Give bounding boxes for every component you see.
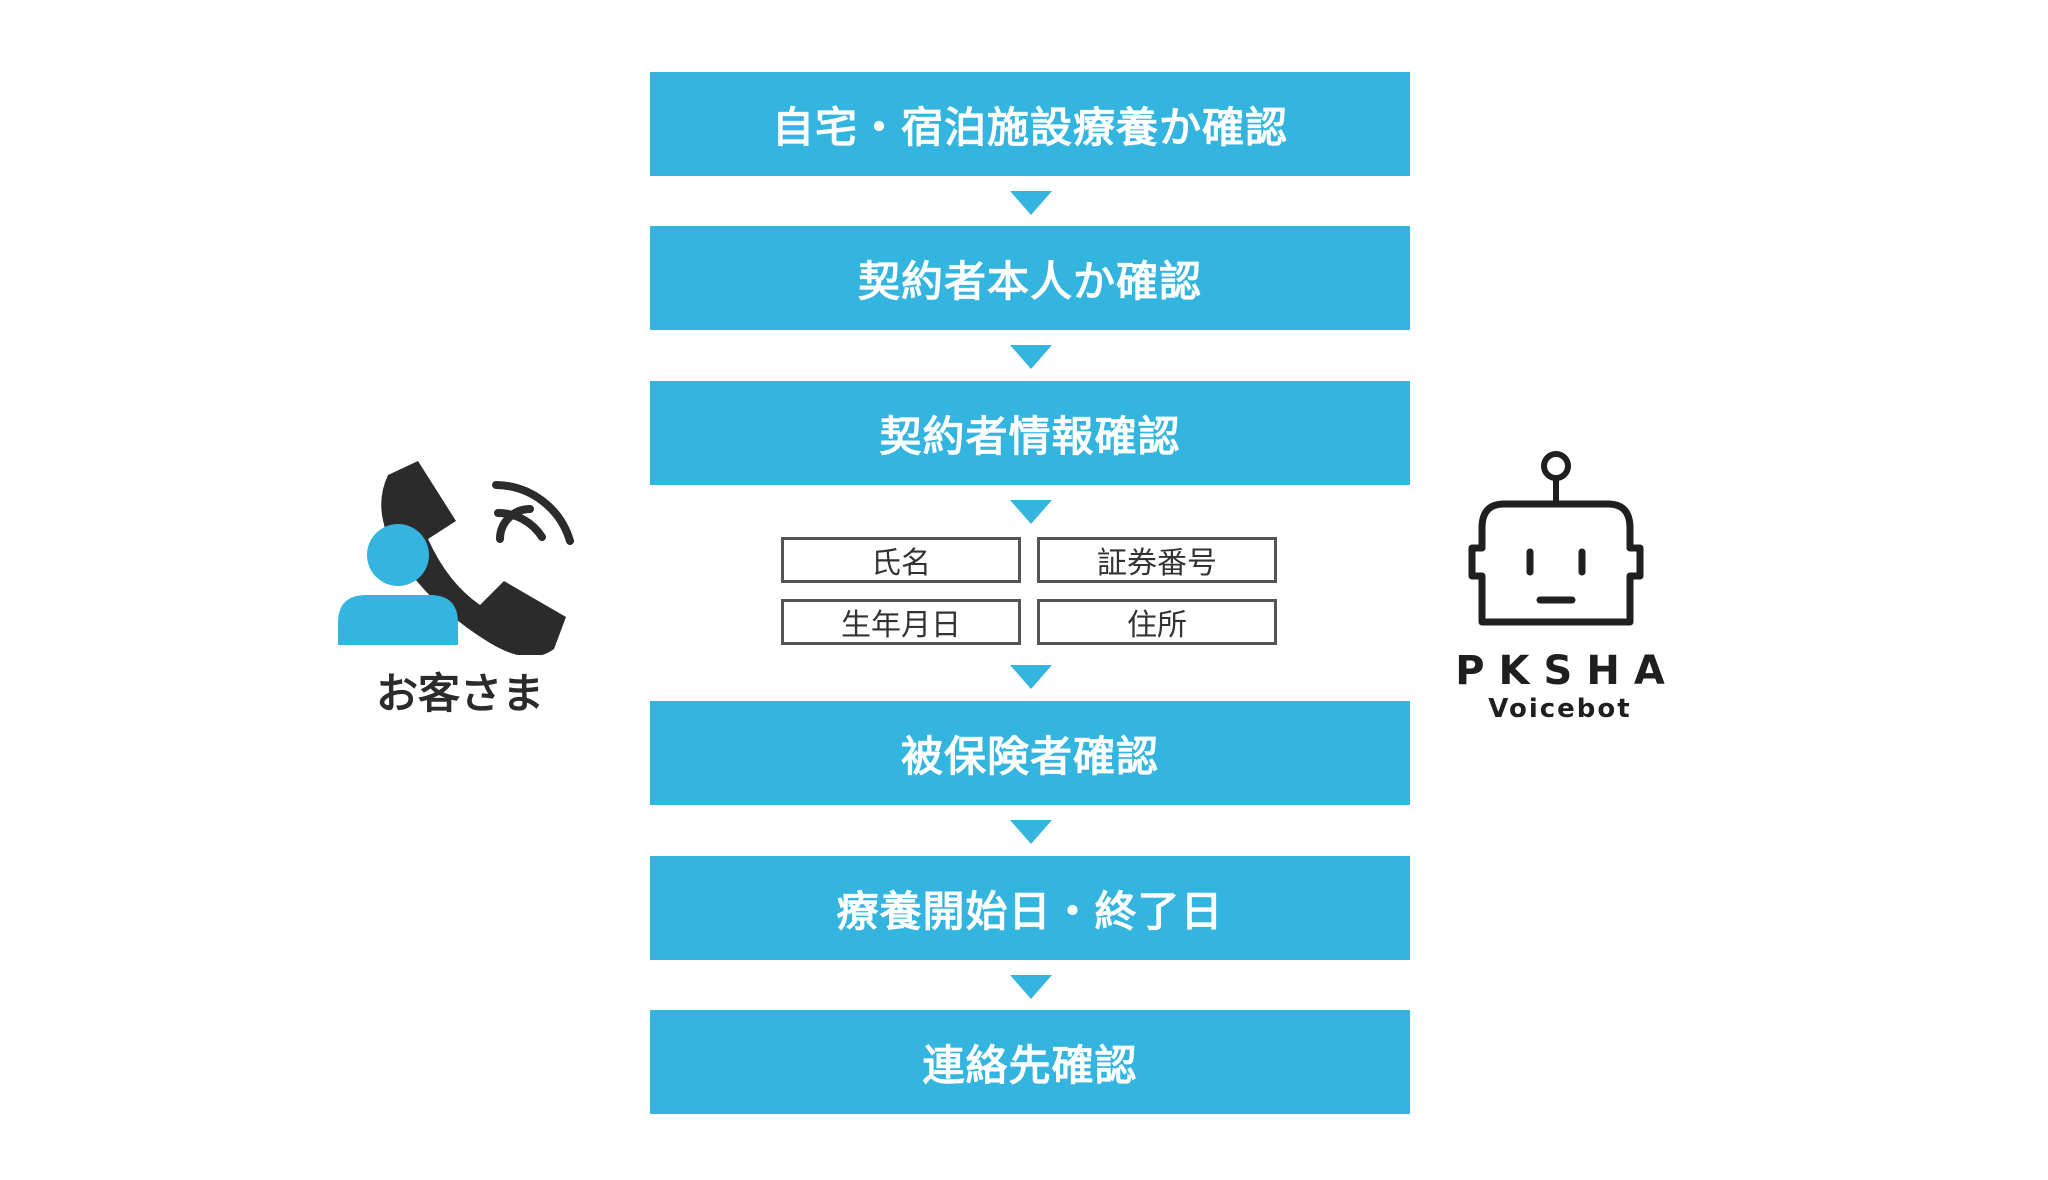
person-head-icon bbox=[367, 524, 429, 586]
step-treatment-dates: 療養開始日・終了日 bbox=[650, 856, 1410, 960]
info-field-name: 氏名 bbox=[781, 537, 1021, 583]
flow-arrow bbox=[1010, 191, 1052, 215]
brand-product: Voicebot bbox=[1488, 694, 1632, 724]
step-contact-check: 連絡先確認 bbox=[650, 1010, 1410, 1114]
robot-icon bbox=[1468, 451, 1644, 626]
flow-arrow bbox=[1010, 820, 1052, 844]
phone-handset-icon bbox=[381, 461, 566, 655]
flow-arrow bbox=[1010, 500, 1052, 524]
flow-arrow bbox=[1010, 975, 1052, 999]
customer-phone-icon bbox=[338, 461, 574, 655]
brand-name: PKSHA bbox=[1455, 648, 1679, 694]
info-field-birthdate: 生年月日 bbox=[781, 599, 1021, 645]
customer-label: お客さま bbox=[375, 669, 544, 718]
step-policyholder-identity-check: 契約者本人か確認 bbox=[650, 226, 1410, 330]
info-field-policy-number: 証券番号 bbox=[1037, 537, 1277, 583]
step-insured-check: 被保険者確認 bbox=[650, 701, 1410, 805]
person-body-icon bbox=[338, 595, 458, 645]
flow-arrow bbox=[1010, 345, 1052, 369]
flow-arrow bbox=[1010, 665, 1052, 689]
antenna-ball-icon bbox=[1541, 451, 1571, 481]
robot-head-icon bbox=[1468, 500, 1644, 626]
step-home-or-facility-check: 自宅・宿泊施設療養か確認 bbox=[650, 72, 1410, 176]
info-field-address: 住所 bbox=[1037, 599, 1277, 645]
step-policyholder-info-check: 契約者情報確認 bbox=[650, 381, 1410, 485]
